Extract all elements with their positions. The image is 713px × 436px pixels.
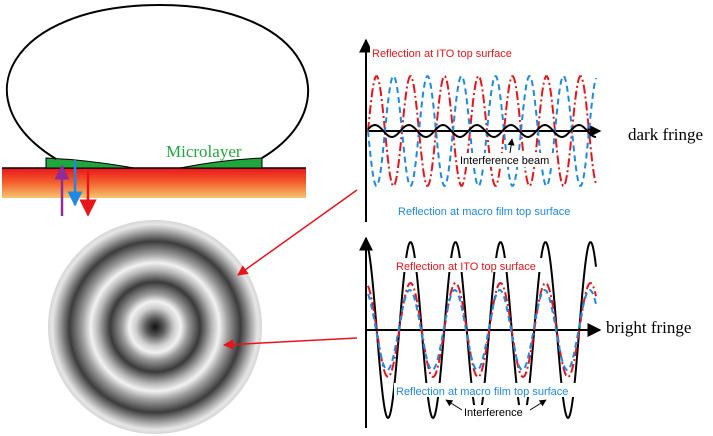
bright-interference-label: Interference	[464, 407, 523, 419]
dark-ito-reflection-label: Reflection at ITO top surface	[372, 48, 512, 60]
bright-macro-reflection-label: Reflection at macro film top surface	[396, 386, 568, 398]
microlayer-label: Microlayer	[166, 142, 242, 161]
dark-ito-label-bg	[370, 45, 520, 59]
dark-interference-wave	[367, 123, 597, 139]
bright-ito-label-bg	[394, 258, 544, 272]
dark-macro-label-bg	[396, 204, 582, 218]
bright-fringe-pointer	[222, 337, 358, 350]
dark-fringe-label: dark fringe	[628, 125, 703, 144]
bright-interference-label-bg	[462, 405, 528, 419]
bright-interference-pointer-left	[445, 399, 463, 411]
bubble-schematic: Microlayer	[2, 3, 310, 217]
dark-ito-reflection-wave	[367, 75, 597, 187]
dark-interference-label-bg	[458, 153, 554, 167]
dark-macro-reflection-label: Reflection at macro film top surface	[398, 206, 570, 218]
vapor-bubble-outline	[5, 3, 310, 160]
bright-fringe-label: bright fringe	[606, 318, 691, 337]
dark-macro-reflection-wave	[367, 75, 597, 187]
microlayer-right	[179, 157, 263, 169]
bright-macro-reflection-wave	[367, 288, 597, 372]
bright-fringe-panel: Reflection at ITO top surface Reflection…	[359, 236, 691, 428]
dark-fringe-pointer	[237, 189, 358, 276]
bright-ito-reflection-label: Reflection at ITO top surface	[396, 261, 536, 273]
bright-interference-pointer-right	[529, 399, 547, 411]
microlayer-left	[45, 157, 135, 169]
bright-macro-label-bg	[394, 383, 580, 397]
interference-fringe-image	[48, 220, 262, 434]
dark-fringe-panel: Reflection at ITO top surface Interferen…	[359, 38, 703, 222]
dark-interference-pointer	[507, 138, 515, 154]
ito-substrate	[2, 168, 306, 198]
dark-interference-label: Interference beam	[460, 155, 549, 167]
